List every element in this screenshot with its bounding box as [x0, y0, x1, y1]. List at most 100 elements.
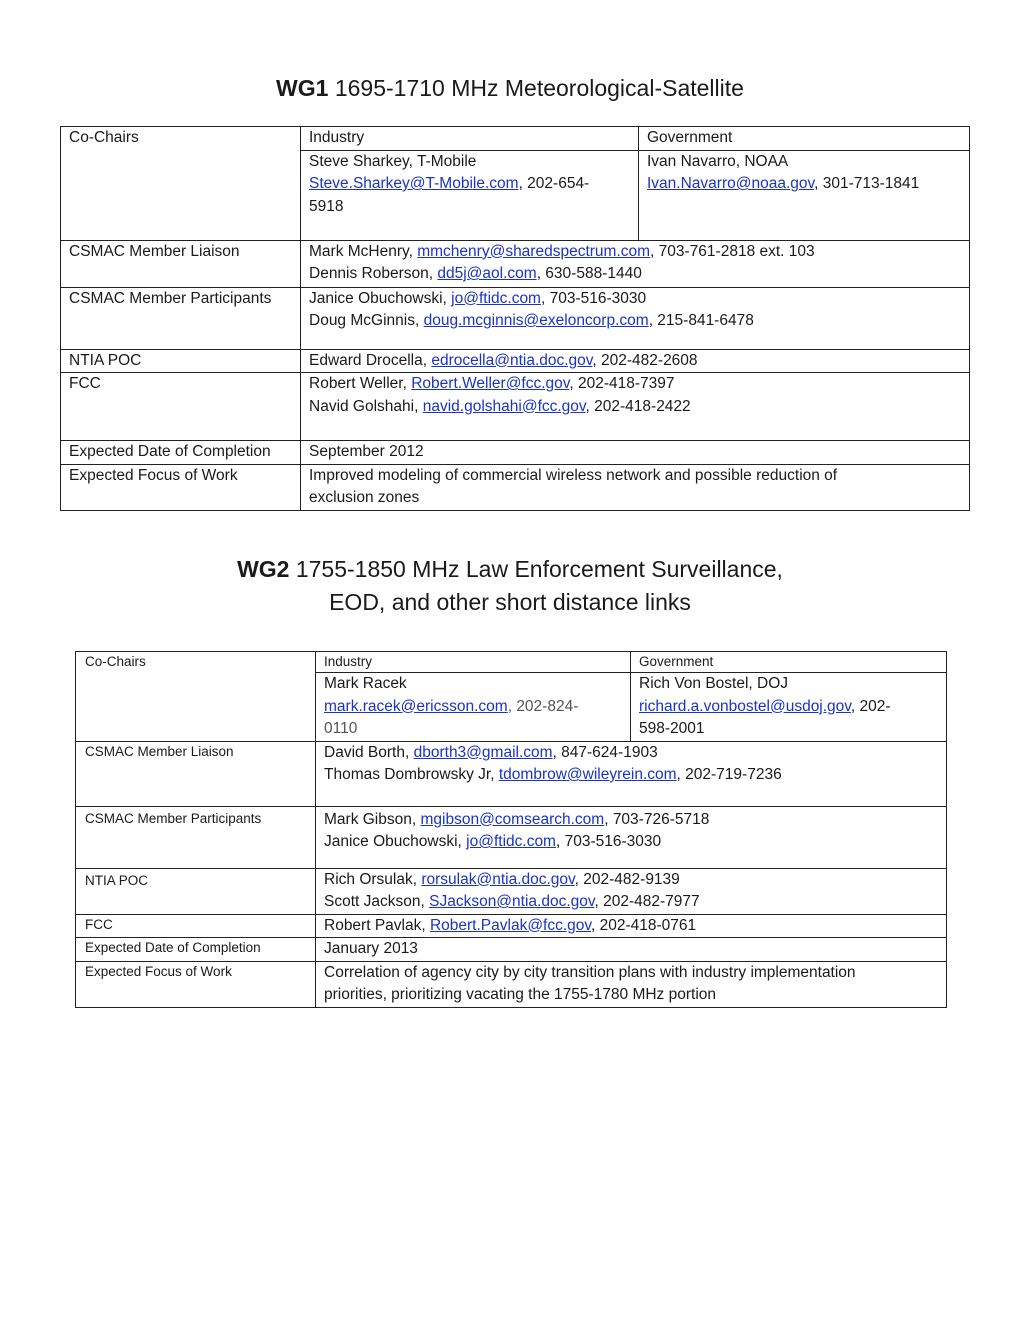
wg1-industry-chair-phone: , 202-654-	[518, 175, 590, 192]
wg2-participants-value: Mark Gibson, mgibson@comsearch.com, 703-…	[315, 805, 947, 869]
contact-name: Robert Pavlak,	[324, 916, 430, 934]
wg2-industry-chair: Mark Racek mark.racek@ericsson.com, 202-…	[315, 672, 631, 742]
wg2-industry-header: Industry	[315, 651, 631, 673]
wg1-focus-value: Improved modeling of commercial wireless…	[300, 463, 970, 511]
wg1-title: WG1 1695-1710 MHz Meteorological-Satelli…	[0, 72, 1020, 105]
contact-email[interactable]: dborth3@gmail.com	[413, 743, 553, 761]
contact-name: Mark McHenry,	[309, 242, 418, 260]
wg2-government-chair-phone: , 202-	[850, 697, 891, 715]
contact-phone: , 215-841-6478	[648, 312, 754, 329]
wg1-ntia-label: NTIA POC	[60, 348, 301, 373]
contact-email[interactable]: jo@ftidc.com	[466, 833, 556, 850]
contact-name: Thomas Dombrowsky Jr,	[324, 766, 499, 783]
contact-email[interactable]: mmchenry@sharedspectrum.com	[417, 242, 651, 260]
wg2-government-chair-name: Rich Von Bostel, DOJ	[639, 675, 789, 692]
wg1-focus-line-2: exclusion zones	[309, 489, 420, 506]
wg1-industry-chair-email[interactable]: Steve.Sharkey@T-Mobile.com	[309, 175, 519, 192]
wg1-completion-value: September 2012	[300, 440, 970, 465]
contact-phone: , 202-418-7397	[569, 375, 675, 392]
wg1-cochairs-label: Co-Chairs	[60, 126, 301, 241]
wg1-focus-label: Expected Focus of Work	[60, 463, 301, 511]
wg2-focus-line-2: priorities, prioritizing vacating the 17…	[324, 986, 717, 1003]
contact-name: Rich Orsulak,	[324, 870, 422, 888]
wg2-fcc-value: Robert Pavlak, Robert.Pavlak@fcc.gov, 20…	[315, 913, 947, 938]
contact-email[interactable]: Robert.Pavlak@fcc.gov	[429, 916, 592, 934]
contact-name: Dennis Roberson,	[309, 265, 438, 282]
wg2-industry-chair-email[interactable]: mark.racek@ericsson.com	[324, 697, 508, 715]
contact-name: David Borth,	[324, 743, 414, 761]
wg1-table: Co-Chairs Industry Government Steve Shar…	[60, 126, 970, 511]
wg2-industry-chair-phone: , 202-824-	[507, 697, 579, 715]
wg2-title: WG2 1755-1850 MHz Law Enforcement Survei…	[0, 553, 1020, 619]
contact-email[interactable]: dd5j@aol.com	[437, 265, 537, 282]
wg2-title-text: 1755-1850 MHz Law Enforcement Surveillan…	[289, 556, 783, 582]
contact-phone: , 202-482-7977	[594, 893, 700, 910]
wg1-title-bold: WG1	[276, 75, 329, 101]
wg2-government-chair: Rich Von Bostel, DOJ richard.a.vonbostel…	[630, 672, 947, 742]
wg1-government-chair-email[interactable]: Ivan.Navarro@noaa.gov	[647, 175, 815, 192]
wg2-government-header: Government	[630, 651, 947, 673]
wg2-government-chair-phone-cont: 598-2001	[639, 720, 705, 737]
contact-name: Doug McGinnis,	[309, 312, 424, 329]
wg2-industry-chair-phone-cont: 0110	[324, 720, 358, 737]
wg2-fcc-label: FCC	[75, 913, 316, 938]
wg2-table: Co-Chairs Industry Government Mark Racek…	[75, 651, 947, 1008]
wg1-liaison-label: CSMAC Member Liaison	[60, 239, 301, 288]
contact-phone: , 703-516-3030	[555, 833, 662, 850]
contact-name: Navid Golshahi,	[309, 397, 423, 415]
contact-email[interactable]: navid.golshahi@fcc.gov	[422, 397, 586, 415]
wg2-focus-label: Expected Focus of Work	[75, 960, 316, 1008]
contact-phone: , 703-761-2818 ext. 103	[650, 242, 815, 260]
wg2-focus-line-1: Correlation of agency city by city trans…	[324, 963, 856, 981]
contact-name: Edward Drocella,	[309, 351, 432, 369]
wg1-industry-header: Industry	[300, 126, 639, 151]
contact-email[interactable]: mgibson@comsearch.com	[420, 810, 605, 828]
wg2-ntia-label: NTIA POC	[75, 867, 316, 915]
contact-email[interactable]: SJackson@ntia.doc.gov	[429, 893, 595, 910]
contact-email[interactable]: Robert.Weller@fcc.gov	[411, 375, 570, 392]
wg2-government-chair-email[interactable]: richard.a.vonbostel@usdoj.gov	[639, 697, 851, 715]
wg1-government-chair-name: Ivan Navarro, NOAA	[647, 152, 789, 170]
contact-phone: , 202-482-9139	[574, 870, 680, 888]
wg2-ntia-value: Rich Orsulak, rorsulak@ntia.doc.gov, 202…	[315, 867, 947, 915]
wg1-government-header: Government	[638, 126, 970, 151]
wg1-title-text: 1695-1710 MHz Meteorological-Satellite	[328, 75, 744, 101]
wg1-participants-value: Janice Obuchowski, jo@ftidc.com, 703-516…	[300, 286, 970, 350]
contact-phone: , 847-624-1903	[552, 743, 658, 761]
contact-name: Robert Weller,	[309, 375, 412, 392]
contact-email[interactable]: doug.mcginnis@exeloncorp.com	[423, 312, 649, 329]
wg2-industry-chair-name: Mark Racek	[324, 675, 407, 692]
contact-name: Mark Gibson,	[324, 810, 421, 828]
contact-phone: , 202-482-2608	[592, 351, 698, 369]
wg2-title-bold: WG2	[237, 556, 290, 582]
contact-phone: , 202-418-0761	[591, 916, 697, 934]
wg1-participants-label: CSMAC Member Participants	[60, 286, 301, 350]
wg1-focus-line-1: Improved modeling of commercial wireless…	[309, 466, 838, 484]
contact-name: Scott Jackson,	[324, 893, 430, 910]
wg1-industry-chair-phone-cont: 5918	[309, 197, 344, 215]
wg2-title-line-2: EOD, and other short distance links	[329, 589, 691, 615]
wg2-completion-value: January 2013	[315, 937, 947, 962]
wg1-industry-chair-name: Steve Sharkey, T-Mobile	[309, 152, 477, 170]
wg2-liaison-value: David Borth, dborth3@gmail.com, 847-624-…	[315, 740, 947, 807]
wg1-fcc-label: FCC	[60, 372, 301, 441]
wg2-focus-value: Correlation of agency city by city trans…	[315, 960, 947, 1008]
contact-phone: , 703-726-5718	[604, 810, 710, 828]
wg2-liaison-label: CSMAC Member Liaison	[75, 740, 316, 807]
contact-email[interactable]: jo@ftidc.com	[451, 289, 541, 307]
wg1-liaison-value: Mark McHenry, mmchenry@sharedspectrum.co…	[300, 239, 970, 288]
wg1-fcc-value: Robert Weller, Robert.Weller@fcc.gov, 20…	[300, 372, 970, 441]
contact-phone: , 202-418-2422	[585, 397, 691, 415]
wg1-ntia-value: Edward Drocella, edrocella@ntia.doc.gov,…	[300, 348, 970, 373]
contact-phone: , 703-516-3030	[540, 289, 647, 307]
contact-name: Janice Obuchowski,	[324, 833, 467, 850]
wg2-completion-label: Expected Date of Completion	[75, 937, 316, 962]
contact-email[interactable]: rorsulak@ntia.doc.gov	[421, 870, 575, 888]
wg1-industry-chair: Steve Sharkey, T-Mobile Steve.Sharkey@T-…	[300, 149, 639, 241]
contact-email[interactable]: tdombrow@wileyrein.com	[498, 766, 677, 783]
wg1-government-chair: Ivan Navarro, NOAA Ivan.Navarro@noaa.gov…	[638, 149, 970, 241]
wg1-completion-label: Expected Date of Completion	[60, 440, 301, 465]
contact-email[interactable]: edrocella@ntia.doc.gov	[431, 351, 593, 369]
wg2-cochairs-label: Co-Chairs	[75, 651, 316, 742]
wg2-participants-label: CSMAC Member Participants	[75, 805, 316, 869]
